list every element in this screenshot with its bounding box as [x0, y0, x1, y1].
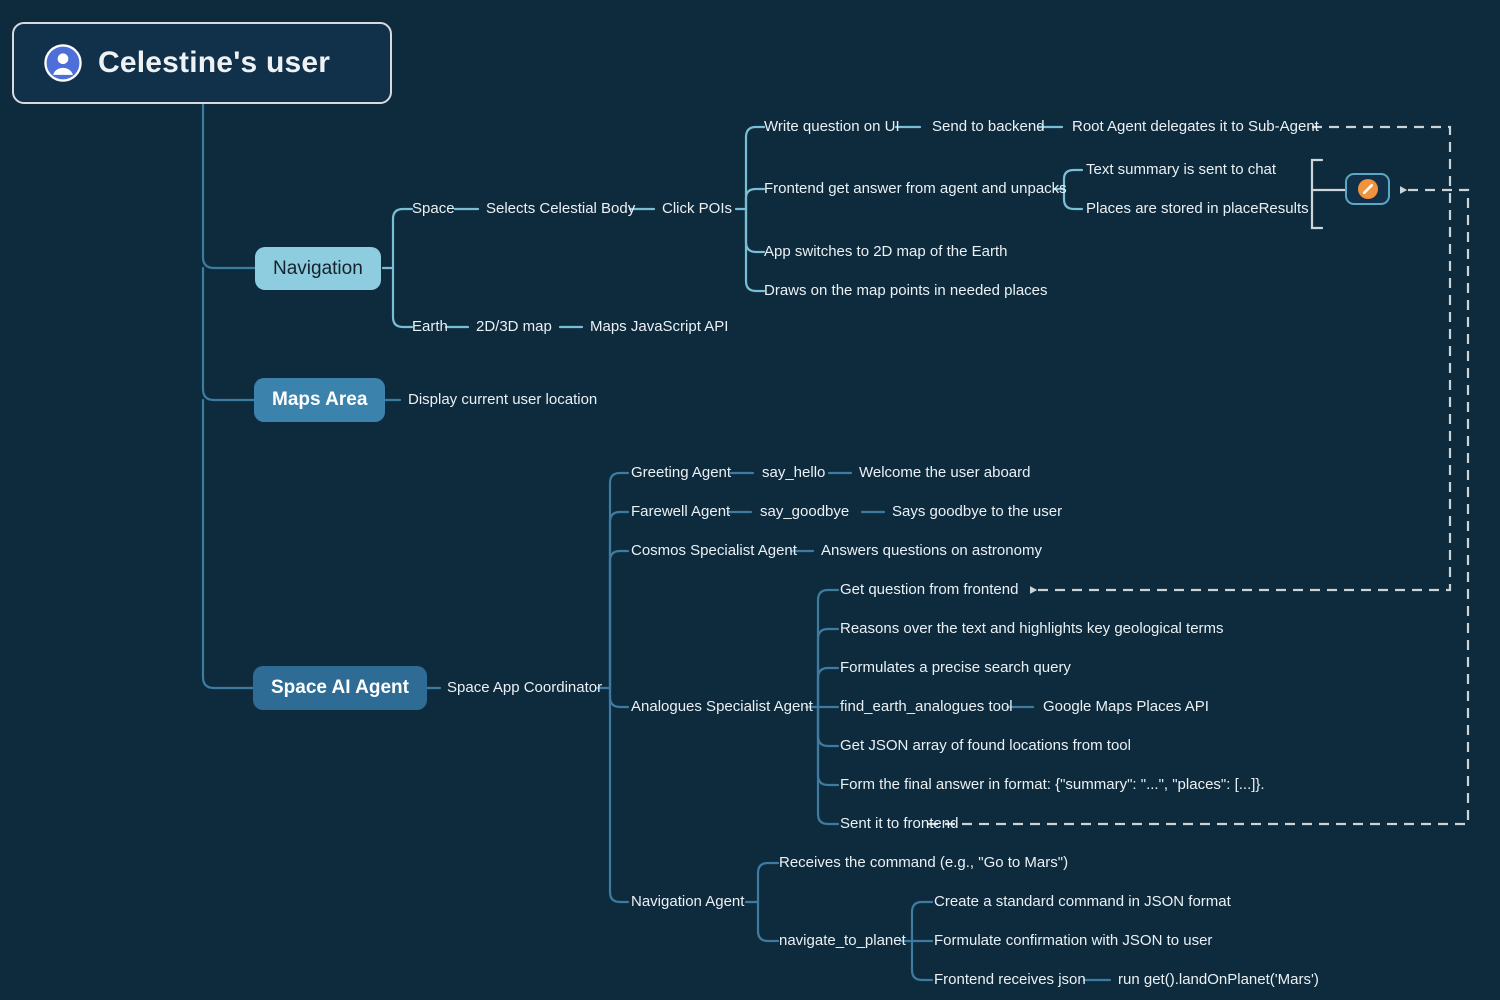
branch-label-navigation: Navigation [273, 257, 363, 279]
label-maps-javascript-api[interactable]: Maps JavaScript API [590, 318, 729, 335]
label-write-question-on-ui[interactable]: Write question on UI [764, 118, 900, 135]
user-avatar-icon [44, 44, 82, 82]
label-analogues-specialist-agent[interactable]: Analogues Specialist Agent [631, 698, 813, 715]
label-receives-the-command[interactable]: Receives the command (e.g., "Go to Mars"… [779, 854, 1069, 871]
label-frontend-get-answer[interactable]: Frontend get answer from agent and unpac… [764, 180, 1067, 197]
label-navigation-agent[interactable]: Navigation Agent [631, 893, 745, 910]
label-sent-it-to-frontend[interactable]: Sent it to frontend [840, 815, 959, 832]
branch-label-space-ai-agent: Space AI Agent [271, 677, 409, 698]
compass-icon [1357, 179, 1378, 199]
label-find-earth-analogues-tool[interactable]: find_earth_analogues tool [840, 698, 1013, 715]
label-navigate-to-planet[interactable]: navigate_to_planet [779, 932, 906, 949]
label-get-json-array-of-locations[interactable]: Get JSON array of found locations from t… [840, 737, 1131, 754]
compass-node[interactable] [1345, 173, 1390, 205]
label-send-to-backend[interactable]: Send to backend [932, 118, 1045, 135]
label-selects-celestial-body[interactable]: Selects Celestial Body [486, 200, 636, 217]
label-2d-3d-map[interactable]: 2D/3D map [476, 318, 552, 335]
branch-node-navigation[interactable]: Navigation [255, 247, 381, 290]
label-reasons-over-the-text[interactable]: Reasons over the text and highlights key… [840, 620, 1224, 637]
root-label: Celestine's user [98, 46, 331, 79]
label-farewell-agent[interactable]: Farewell Agent [631, 503, 731, 520]
label-answers-questions-on-astronomy[interactable]: Answers questions on astronomy [821, 542, 1042, 559]
label-create-standard-command[interactable]: Create a standard command in JSON format [934, 893, 1231, 910]
label-text-summary-sent-to-chat[interactable]: Text summary is sent to chat [1086, 161, 1277, 178]
label-draws-on-the-map-points[interactable]: Draws on the map points in needed places [764, 282, 1048, 299]
label-welcome-user-aboard[interactable]: Welcome the user aboard [859, 464, 1031, 481]
label-run-land-on-planet[interactable]: run get().landOnPlanet('Mars') [1118, 971, 1319, 988]
label-google-maps-places-api[interactable]: Google Maps Places API [1043, 698, 1209, 715]
label-places-stored-in-placeresults[interactable]: Places are stored in placeResults [1086, 200, 1309, 217]
label-click-pois[interactable]: Click POIs [662, 200, 733, 217]
label-frontend-receives-json[interactable]: Frontend receives json [934, 971, 1086, 988]
branch-node-space-ai-agent[interactable]: Space AI Agent [253, 666, 427, 710]
label-cosmos-specialist-agent[interactable]: Cosmos Specialist Agent [631, 542, 797, 559]
label-get-question-from-frontend[interactable]: Get question from frontend [840, 581, 1019, 598]
root-node[interactable]: Celestine's user [12, 22, 392, 104]
label-formulate-confirmation[interactable]: Formulate confirmation with JSON to user [934, 932, 1213, 949]
label-space[interactable]: Space [412, 200, 455, 217]
label-earth[interactable]: Earth [412, 318, 448, 335]
label-form-the-final-answer[interactable]: Form the final answer in format: {"summa… [840, 776, 1265, 793]
branch-label-maps-area: Maps Area [272, 389, 368, 410]
label-say-goodbye[interactable]: say_goodbye [760, 503, 850, 520]
label-app-switches-to-2d-map[interactable]: App switches to 2D map of the Earth [764, 243, 1008, 260]
label-says-goodbye-to-the-user[interactable]: Says goodbye to the user [892, 503, 1063, 520]
label-say-hello[interactable]: say_hello [762, 464, 826, 481]
label-space-app-coordinator[interactable]: Space App Coordinator [447, 679, 603, 696]
label-formulates-precise-search-query[interactable]: Formulates a precise search query [840, 659, 1071, 676]
label-root-agent-delegates[interactable]: Root Agent delegates it to Sub-Agent [1072, 118, 1319, 135]
branch-node-maps-area[interactable]: Maps Area [254, 378, 386, 422]
label-greeting-agent[interactable]: Greeting Agent [631, 464, 732, 481]
label-display-current-user-location[interactable]: Display current user location [408, 391, 598, 408]
